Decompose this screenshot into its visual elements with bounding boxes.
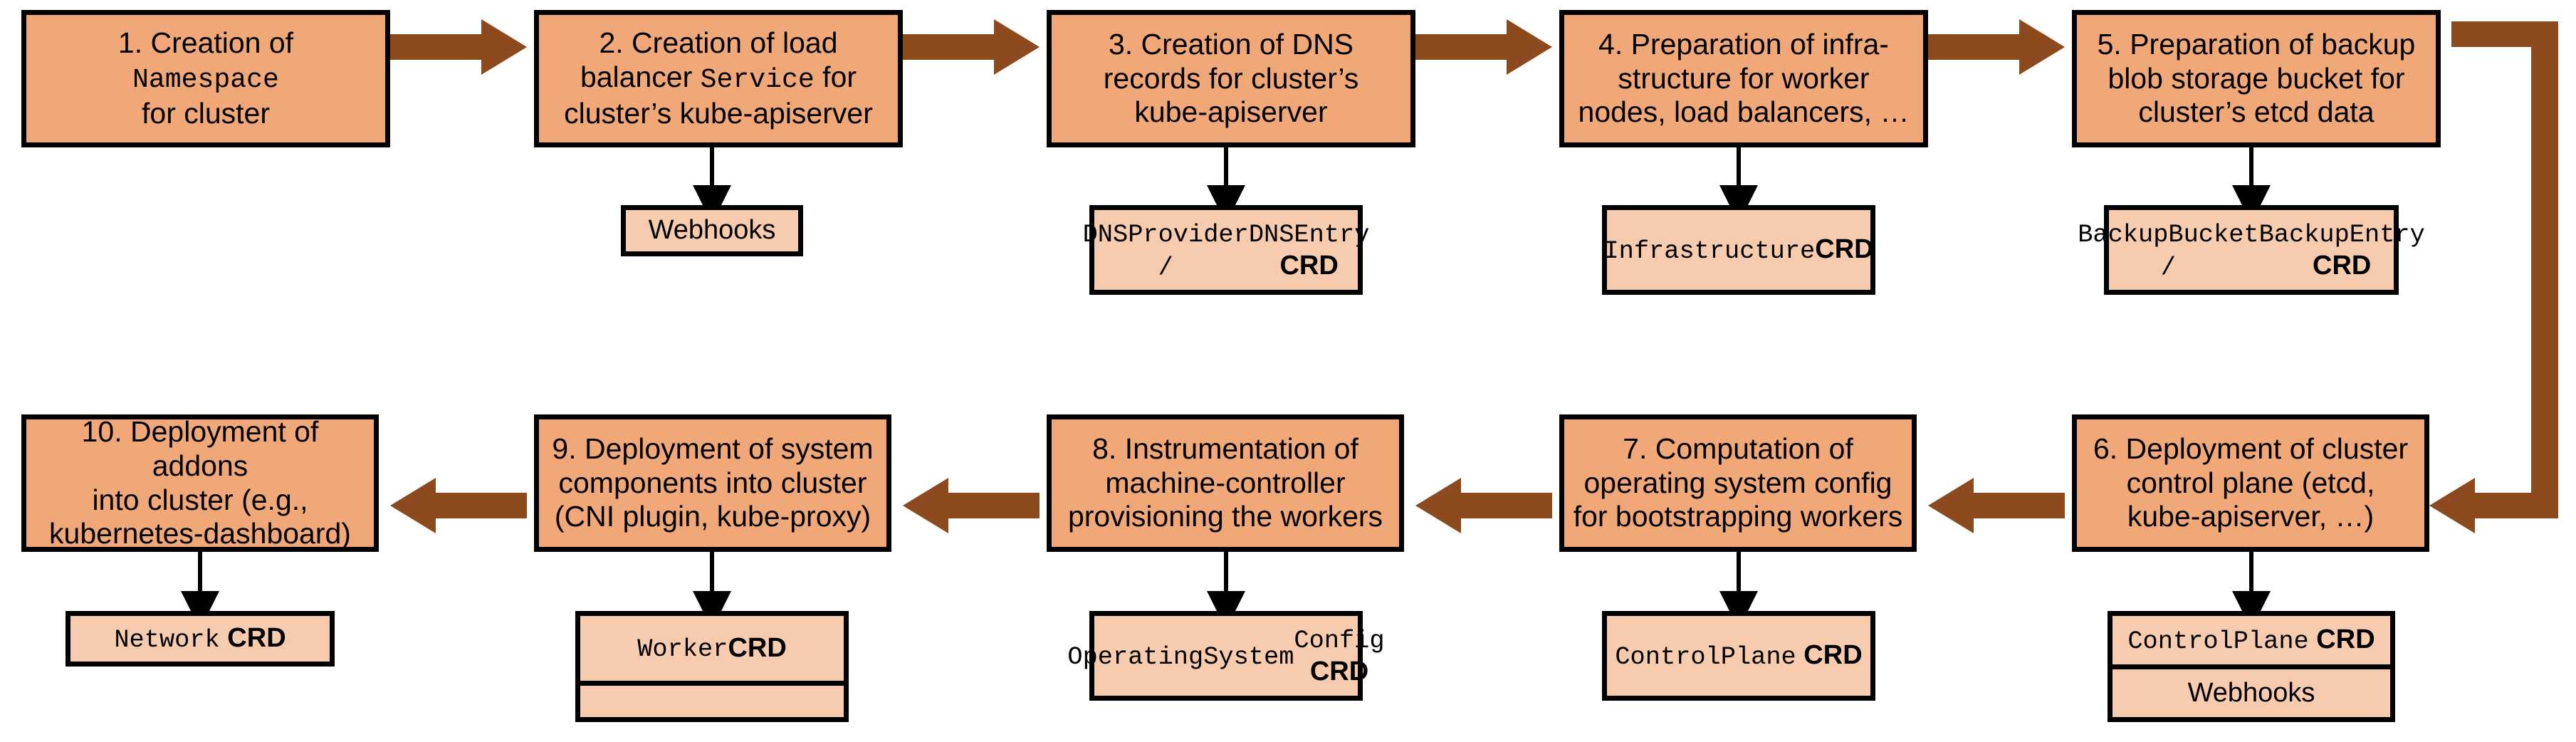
step-box-4[interactable]: 4. Preparation of infra-structure for wo… <box>1559 10 1928 147</box>
artifact-5-row-1: BackupBucket /BackupEntry CRD <box>2078 220 2425 282</box>
artifact-box-5[interactable]: BackupBucket /BackupEntry CRD <box>2078 205 2425 295</box>
artifact-7-row-1: ControlPlane CRD <box>1615 639 1863 672</box>
artifact-10-row-1: Network CRD <box>114 622 286 654</box>
arrow-2-3 <box>903 19 1040 75</box>
artifact-6-row-2: Webhooks <box>2112 664 2390 717</box>
artifact-3-row-1: DNSProvider /DNSEntry CRD <box>1082 220 1370 282</box>
artifact-box-7[interactable]: ControlPlane CRD <box>1602 611 1875 701</box>
arrow-4-5 <box>1928 19 2065 75</box>
arrow-3-4 <box>1415 19 1552 75</box>
step-4-label: 4. Preparation of infra-structure for wo… <box>1578 27 1910 129</box>
artifact-box-10[interactable]: Network CRD <box>66 611 335 667</box>
arrow-1-2 <box>390 19 527 75</box>
arrow-5-6 <box>2429 21 2558 533</box>
artifact-6-row-1: ControlPlane CRD <box>2127 624 2375 656</box>
artifact-box-3[interactable]: DNSProvider /DNSEntry CRD <box>1082 205 1370 295</box>
artifact-box-2[interactable]: Webhooks <box>621 205 803 256</box>
artifact-9-row-2 <box>580 680 844 717</box>
arrow-9-10 <box>390 478 527 533</box>
arrow-8-9 <box>903 478 1040 533</box>
arrow-7-8 <box>1415 478 1552 533</box>
artifact-box-6[interactable]: ControlPlane CRD Webhooks <box>2108 611 2395 722</box>
artifact-2-row-1: Webhooks <box>648 215 776 246</box>
arrow-6-7 <box>1928 478 2065 533</box>
